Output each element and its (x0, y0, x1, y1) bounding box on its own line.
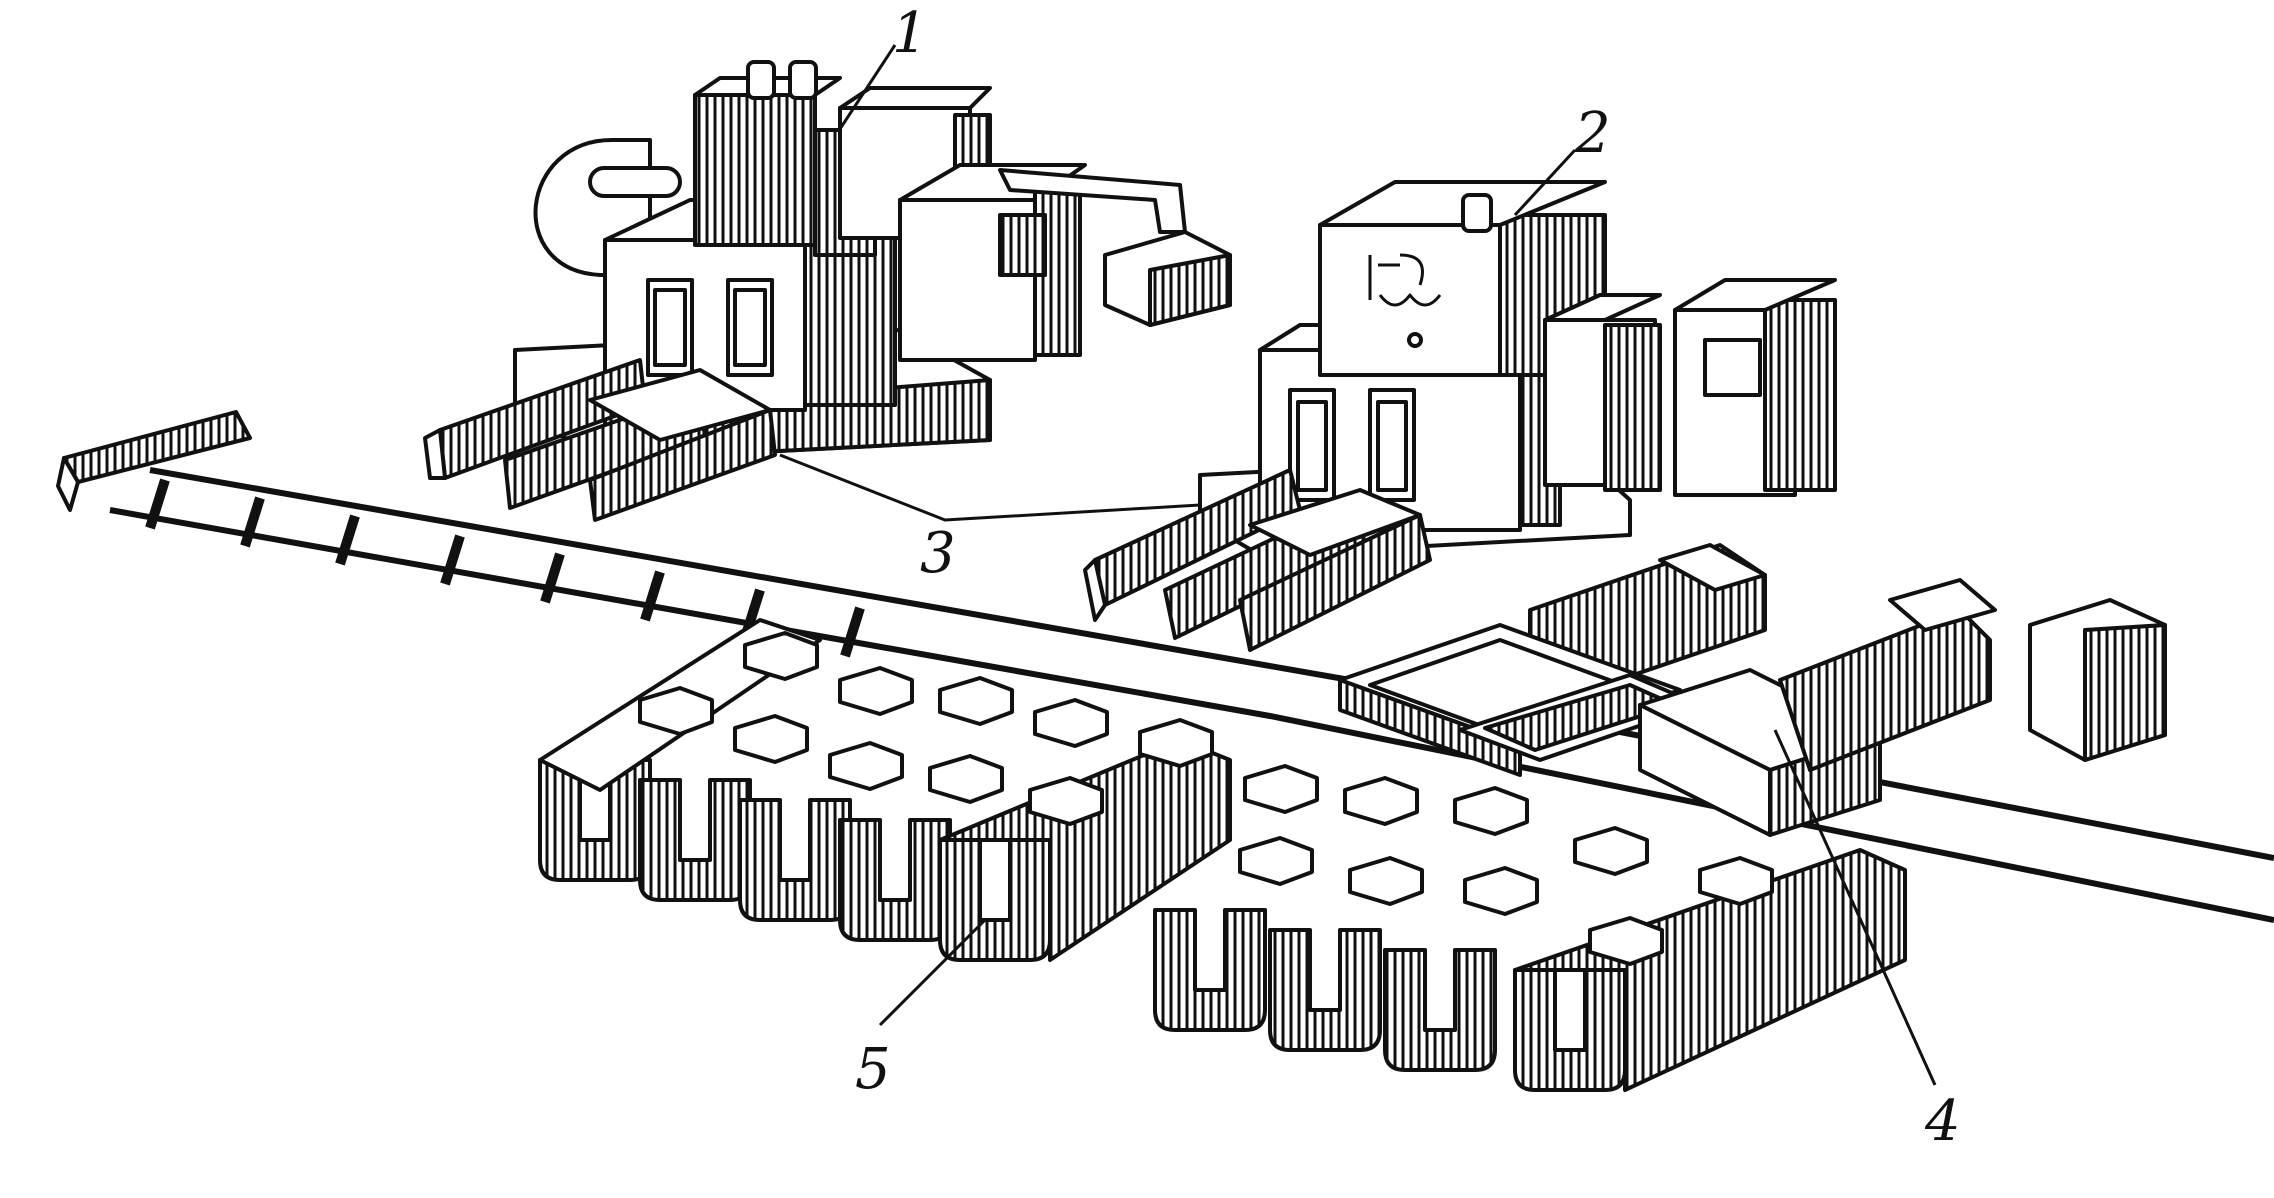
trough-lids (1238, 764, 1774, 966)
storage-row-right (1153, 764, 1907, 1092)
callout-4: 4 (1924, 1089, 1961, 1154)
u-trough (1153, 908, 1267, 1032)
callout-1: 1 (892, 1, 928, 66)
leader-3 (779, 453, 1201, 522)
side-box (2028, 598, 2167, 762)
leader-2 (1513, 148, 1577, 217)
callout-5: 5 (855, 1037, 891, 1102)
callout-3: 3 (920, 521, 956, 586)
u-trough (938, 838, 1052, 962)
leader-lines (779, 44, 1937, 1086)
u-trough (1383, 948, 1497, 1072)
unit-4 (1638, 578, 1997, 837)
u-trough (838, 818, 952, 942)
u-trough (738, 798, 852, 922)
trough-lids (638, 631, 1214, 826)
machine-2-troughs (1083, 468, 1432, 652)
machine-1-troughs (423, 358, 777, 522)
u-trough (638, 778, 752, 902)
leader-1 (836, 44, 897, 133)
storage-row-left (538, 618, 1232, 962)
callout-labels: 1 2 3 4 5 (855, 1, 1961, 1154)
callout-2: 2 (1574, 101, 1611, 166)
leader-5 (878, 918, 987, 1027)
frame-unit (1338, 543, 1767, 777)
u-trough (1268, 928, 1382, 1052)
u-trough (1513, 968, 1627, 1092)
leader-4 (1773, 729, 1937, 1086)
